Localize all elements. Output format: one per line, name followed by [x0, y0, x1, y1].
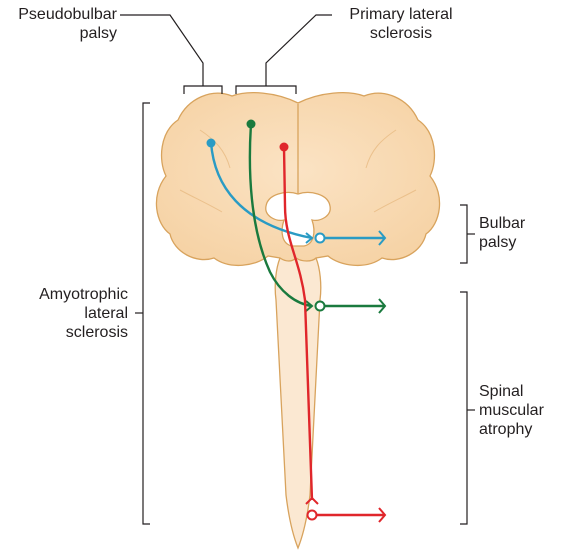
bulbar-bracket	[460, 205, 467, 263]
red-lower-neuron-body	[308, 511, 317, 520]
label-als-line1: Amyotrophic	[10, 285, 128, 304]
label-pseudobulbar-line1: Pseudobulbar	[5, 5, 117, 24]
label-als-line2: lateral	[10, 304, 128, 323]
blue-upper-neuron-body	[207, 139, 216, 148]
label-sma-line3: atrophy	[479, 420, 544, 439]
green-lower-neuron-body	[316, 302, 325, 311]
label-bulbar-palsy: Bulbar palsy	[479, 214, 525, 252]
pseudobulbar-leader	[120, 15, 203, 86]
sma-bracket	[460, 292, 467, 524]
label-sma-line2: muscular	[479, 401, 544, 420]
label-bulbar-line1: Bulbar	[479, 214, 525, 233]
label-als-line3: sclerosis	[10, 323, 128, 342]
label-primary-lateral-sclerosis: Primary lateral sclerosis	[336, 5, 466, 43]
label-spinal-muscular-atrophy: Spinal muscular atrophy	[479, 382, 544, 439]
label-pseudobulbar-palsy: Pseudobulbar palsy	[5, 5, 117, 43]
label-primary-lateral-line1: Primary lateral	[336, 5, 466, 24]
als-bracket	[143, 103, 150, 524]
label-sma-line1: Spinal	[479, 382, 544, 401]
red-upper-neuron-body	[280, 143, 289, 152]
label-bulbar-line2: palsy	[479, 233, 525, 252]
label-pseudobulbar-line2: palsy	[5, 24, 117, 43]
green-upper-neuron-body	[247, 120, 256, 129]
label-primary-lateral-line2: sclerosis	[336, 24, 466, 43]
primary-lateral-leader	[266, 15, 332, 86]
label-amyotrophic-lateral-sclerosis: Amyotrophic lateral sclerosis	[10, 285, 128, 342]
blue-lower-neuron-body	[316, 234, 325, 243]
